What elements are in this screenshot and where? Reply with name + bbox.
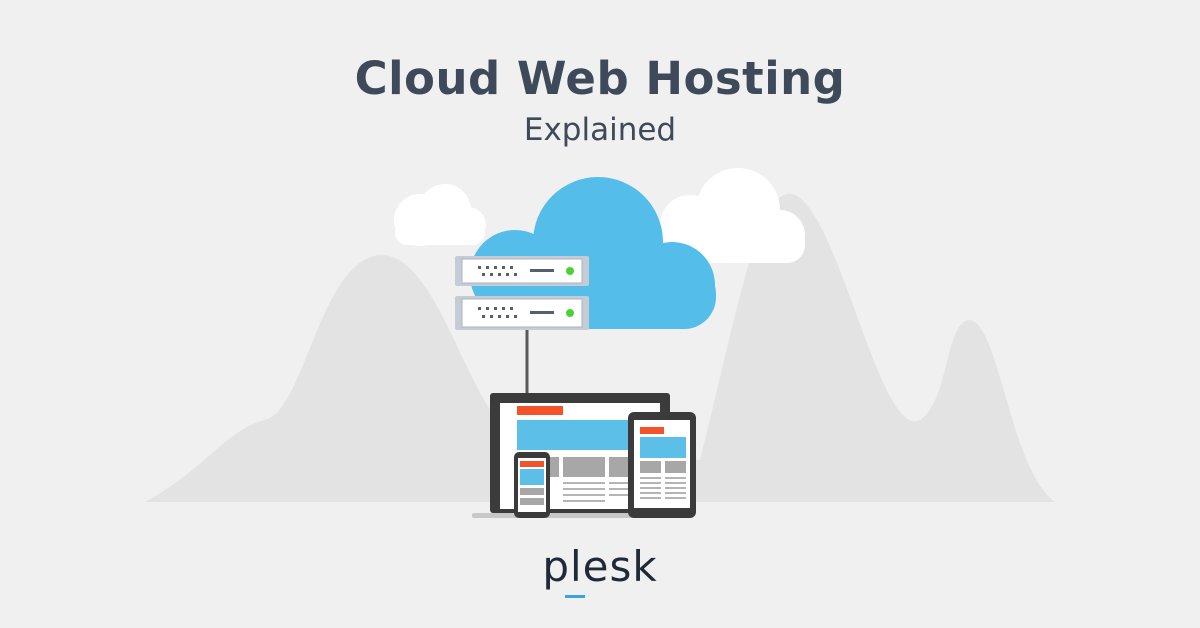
plesk-logo: plesk [542,542,658,591]
white-cloud-right-icon [655,168,805,263]
logo-underline-accent [565,595,585,598]
server-rack-icon [455,256,589,330]
phone-icon [514,452,550,518]
page-title: Cloud Web Hosting [354,52,846,105]
tablet-icon [628,412,696,518]
mountains-icon [145,193,1055,502]
white-cloud-left-icon [394,184,486,246]
page-subtitle: Explained [523,112,677,148]
